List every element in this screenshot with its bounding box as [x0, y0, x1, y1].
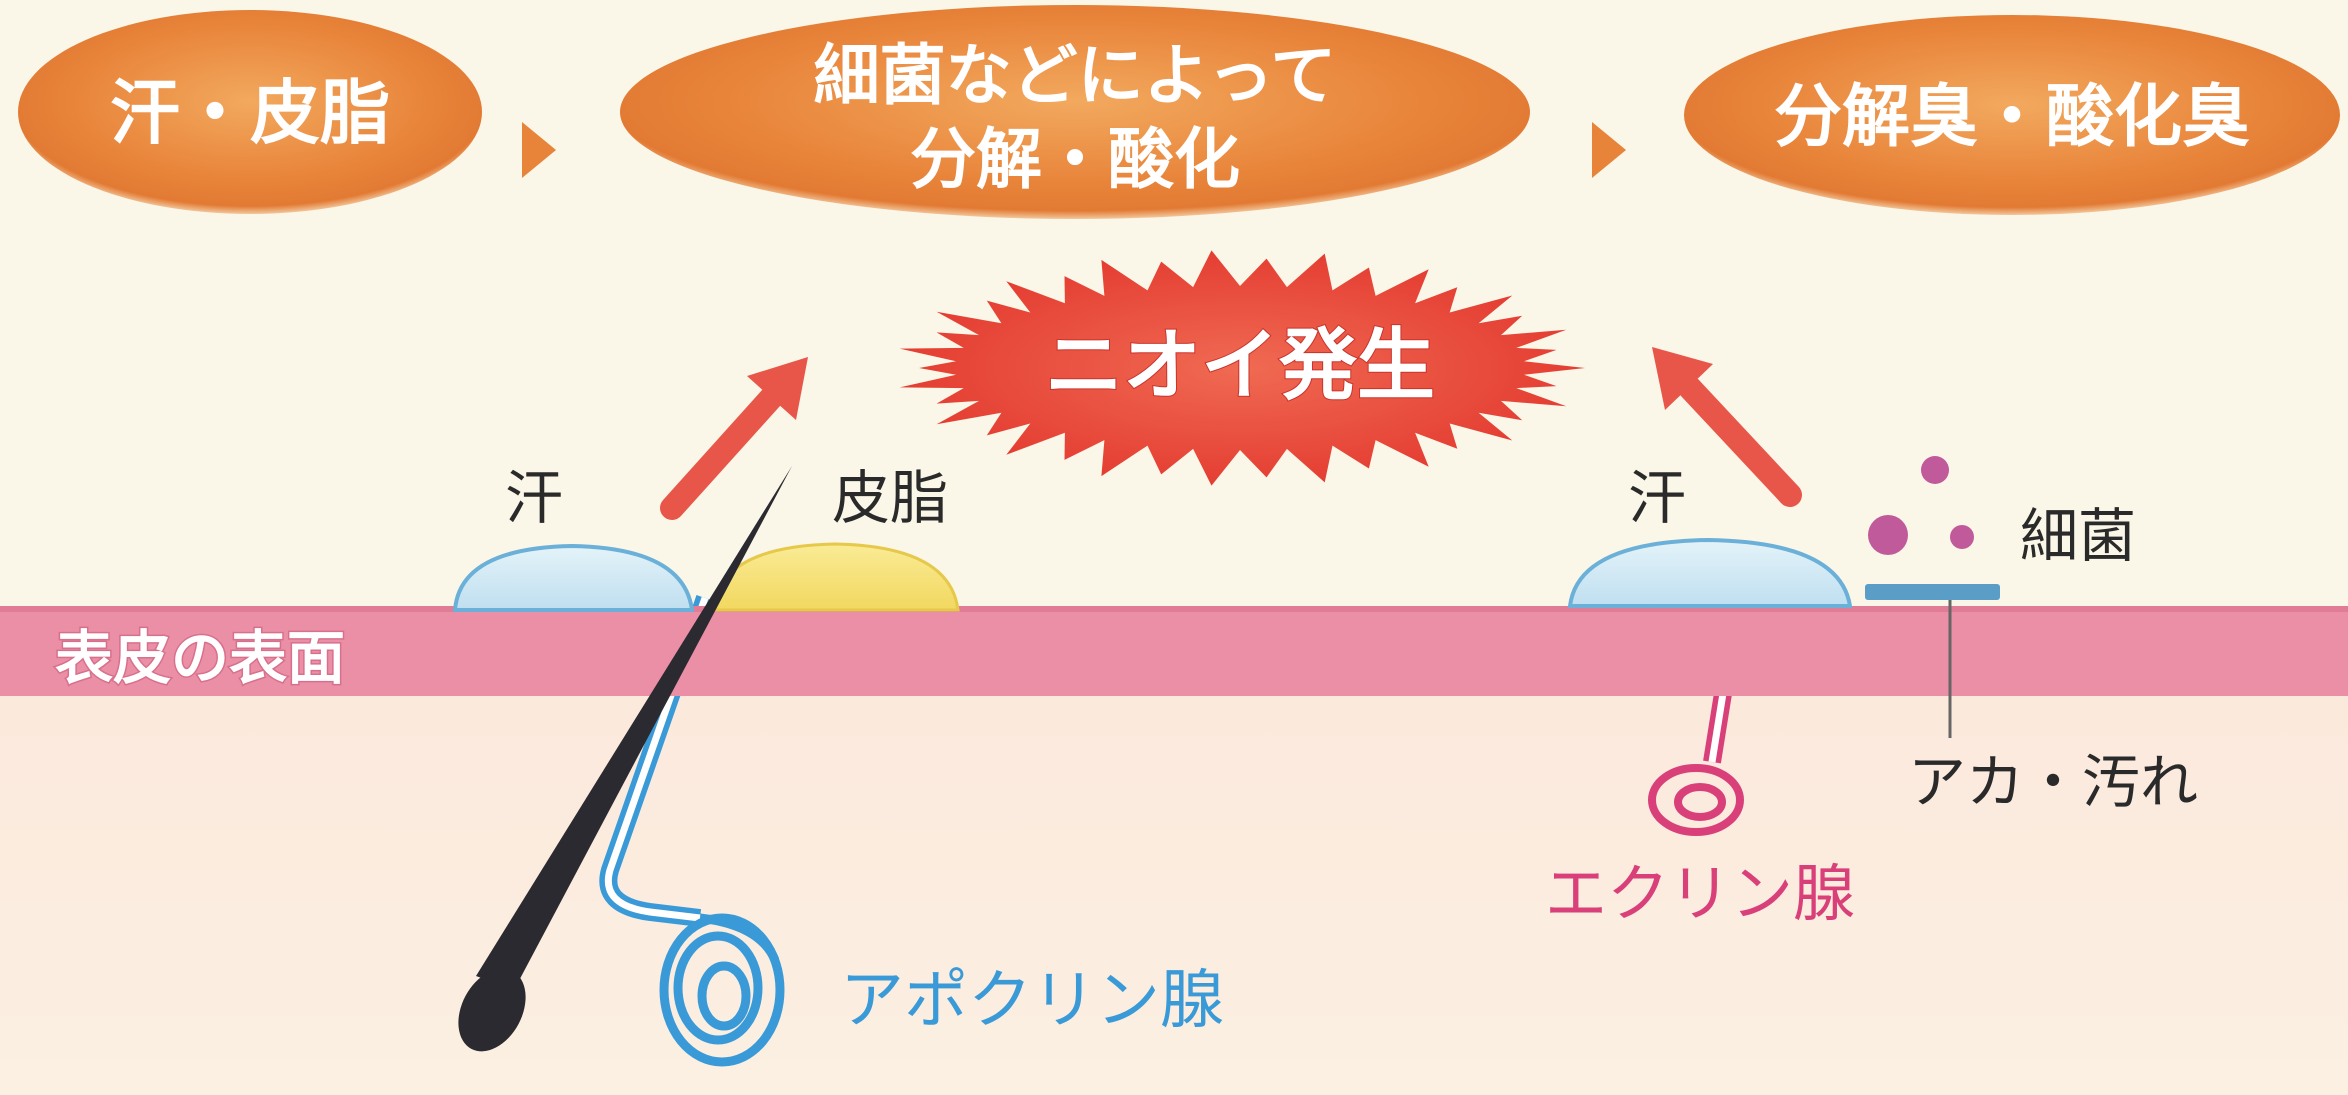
skin-surface-edge	[0, 606, 2348, 612]
right-arrow-shaft	[1678, 376, 1802, 507]
sweat-right-label: 汗	[1628, 464, 1686, 532]
eccrine-gland-coil	[1648, 764, 1744, 836]
bacteria-dot-3	[1950, 525, 1974, 549]
sweat-drop-right	[1567, 537, 1853, 608]
bacteria-dot-2	[1868, 515, 1908, 555]
skin-surface-label: 表皮の表面	[55, 624, 345, 692]
flow-step1-ellipse	[18, 10, 482, 214]
hair-bulb	[458, 968, 526, 1052]
eccrine-label: エクリン腺	[1545, 857, 1855, 930]
apocrine-duct-inner	[605, 596, 709, 922]
apocrine-gland-coil	[659, 913, 785, 1067]
flow-step3-label: 分解臭・酸化臭	[1774, 78, 2250, 157]
sweat-left-label: 汗	[505, 464, 563, 532]
left-arrow-head	[747, 357, 808, 420]
flow-step1-label: 汗・皮脂	[110, 72, 390, 154]
flow-step3-ellipse	[1684, 15, 2340, 215]
odor-burst	[899, 250, 1585, 486]
flow-step2-ellipse	[620, 5, 1530, 219]
odor-burst-label: ニオイ発生	[1045, 321, 1435, 411]
left-arrow-shaft	[660, 385, 784, 520]
sebum-label: 皮脂	[832, 464, 948, 532]
apocrine-label: アポクリン腺	[840, 964, 1224, 1038]
flow-arrow-2	[1592, 122, 1626, 178]
right-arrow-head	[1652, 347, 1713, 410]
flow-arrow-1	[522, 122, 556, 178]
dirt-label: アカ・汚れ	[1908, 748, 2198, 816]
skin-surface-band	[0, 608, 2348, 696]
bacteria-dot-1	[1921, 456, 1949, 484]
dirt-layer	[1865, 584, 2000, 600]
bacteria-label: 細菌	[2020, 502, 2136, 570]
flow-step2-label-line2: 分解・酸化	[910, 121, 1240, 198]
sweat-drop-left	[452, 543, 695, 612]
flow-step2-label-line1: 細菌などによって	[814, 37, 1337, 114]
hair-shaft	[476, 466, 792, 990]
dermis-background	[0, 694, 2348, 1095]
